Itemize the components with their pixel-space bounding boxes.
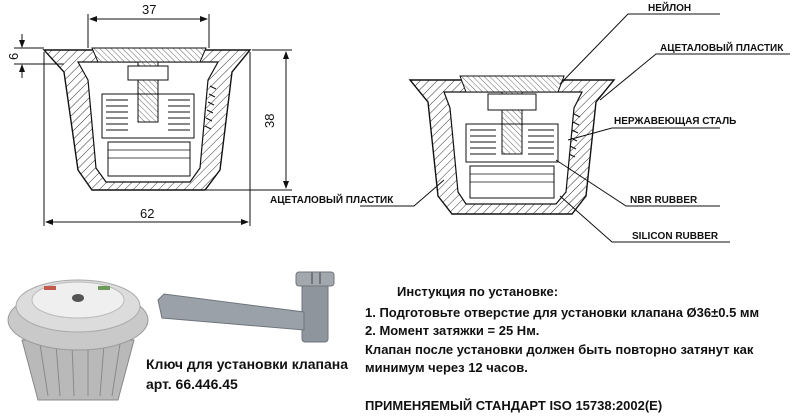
dim-bottom-width: 62 (140, 206, 154, 221)
callout-silicon: SILICON RUBBER (632, 231, 719, 242)
callout-nbr: NBR RUBBER (630, 195, 698, 206)
dim-height: 38 (262, 114, 277, 128)
callout-acetal-top: АЦЕТАЛОВЫЙ ПЛАСТИК (660, 41, 784, 54)
callout-leaders (360, 13, 790, 243)
applied-standard: ПРИМЕНЯЕМЫЙ СТАНДАРТ ISO 15738:2002(E) (365, 398, 663, 413)
instruction-4: минимум через 12 часов. (365, 360, 528, 375)
installation-key-image (157, 271, 335, 343)
callout-nylon: НЕЙЛОН (648, 1, 691, 14)
callout-stainless: НЕРЖАВЕЮЩАЯ СТАЛЬ (614, 116, 736, 127)
key-caption-line1: Ключ для установки клапана (146, 356, 349, 372)
dimension-lines (14, 14, 292, 226)
dim-top-width: 37 (142, 2, 156, 17)
instruction-2: 2. Момент затяжки = 25 Нм. (365, 323, 540, 338)
key-caption-line2: арт. 66.446.45 (146, 376, 238, 392)
callout-acetal-left: АЦЕТАЛОВЫЙ ПЛАСТИК (270, 193, 394, 206)
instruction-3: Клапан после установки должен быть повто… (365, 342, 754, 357)
instruction-1: 1. Подготовьте отверстие для установки к… (365, 305, 760, 320)
valve-section-materials (408, 75, 616, 215)
valve-section-dimensioned (42, 47, 252, 191)
instructions-title: Инстукция по установке: (397, 284, 559, 299)
dim-lip-height: 6 (6, 53, 21, 60)
valve-product-image (7, 279, 149, 401)
